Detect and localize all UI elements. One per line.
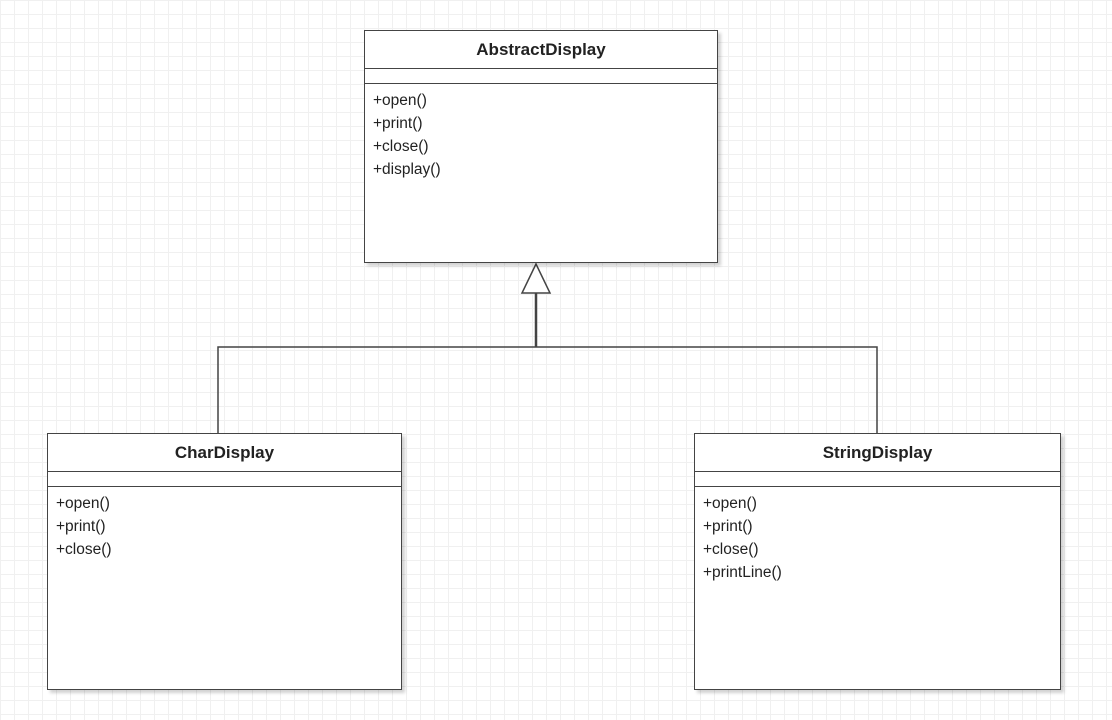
operation: +print() (703, 518, 753, 535)
operation: +print() (373, 115, 423, 132)
class-operations-compartment: +open() +print() +close() +display() (365, 84, 717, 181)
class-string-display[interactable]: StringDisplay +open() +print() +close() … (694, 433, 1061, 690)
class-attributes-compartment (695, 472, 1060, 487)
class-abstract-display[interactable]: AbstractDisplay +open() +print() +close(… (364, 30, 718, 263)
class-name: AbstractDisplay (365, 31, 717, 69)
operation: +close() (373, 138, 429, 155)
operation: +printLine() (703, 564, 782, 581)
operation: +close() (703, 541, 759, 558)
class-attributes-compartment (48, 472, 401, 487)
inheritance-arrowhead-icon (520, 262, 552, 294)
class-name: StringDisplay (695, 434, 1060, 472)
class-name: CharDisplay (48, 434, 401, 472)
class-operations-compartment: +open() +print() +close() (48, 487, 401, 561)
operation: +close() (56, 541, 112, 558)
operation: +open() (703, 495, 757, 512)
operation: +open() (56, 495, 110, 512)
class-attributes-compartment (365, 69, 717, 84)
operation: +print() (56, 518, 106, 535)
class-char-display[interactable]: CharDisplay +open() +print() +close() (47, 433, 402, 690)
generalization-line-chardisplay (217, 346, 536, 433)
generalization-line-stringdisplay (536, 346, 878, 433)
operation: +display() (373, 161, 441, 178)
operation: +open() (373, 92, 427, 109)
class-operations-compartment: +open() +print() +close() +printLine() (695, 487, 1060, 584)
